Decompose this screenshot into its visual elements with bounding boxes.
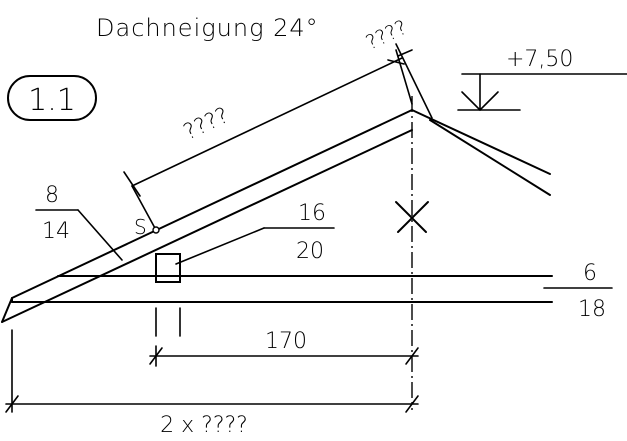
elevation-label: +7,50 (506, 47, 573, 72)
svg-text:18: 18 (578, 297, 606, 322)
total-dimension-label: 2 x ???? (160, 413, 248, 438)
point-s-marker (152, 226, 160, 234)
detail-id-frame (7, 75, 97, 121)
elevation-marker: +7,50 (457, 47, 627, 112)
span-dimension: 170 (149, 329, 419, 367)
svg-text:20: 20 (296, 239, 324, 264)
total-dimension: 2 x ???? (5, 329, 419, 438)
rafter-right (411, 109, 551, 196)
post-section-label: 16 20 (175, 201, 335, 265)
rafter-section-label: 8 14 (35, 183, 123, 261)
tie-beam (11, 275, 553, 303)
svg-text:14: 14 (42, 219, 70, 244)
top-dimension: ???? (362, 15, 433, 119)
svg-text:8: 8 (45, 183, 59, 208)
roof-pitch-title: Dachneigung 24° (96, 14, 319, 42)
top-dimension-label: ???? (362, 15, 411, 55)
svg-text:6: 6 (583, 261, 597, 286)
beam-section-label: 6 18 (543, 261, 613, 322)
rafter-length-dimension: ???? (123, 49, 413, 231)
detail-id: 1.1 (28, 83, 76, 118)
span-dimension-label: 170 (265, 329, 307, 354)
ridge-cross-icon (395, 201, 429, 233)
post (155, 253, 181, 337)
svg-text:16: 16 (298, 201, 326, 226)
point-s-label: S (134, 215, 147, 239)
rafter-left (1, 109, 413, 323)
rafter-length-label: ???? (180, 103, 233, 145)
